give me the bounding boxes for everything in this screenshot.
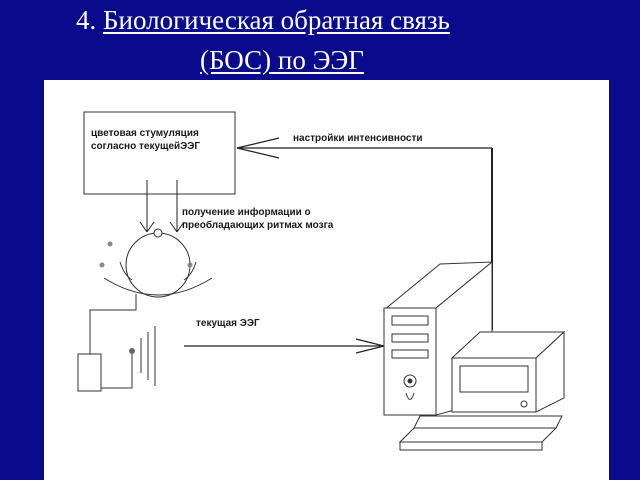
electrode-device-icon — [77, 326, 156, 392]
stimulation-box-text: цветовая стумуляция согласно текущейЭЭГ — [91, 127, 200, 153]
head-icon — [99, 228, 213, 298]
title-number: 4. — [76, 5, 97, 35]
stimulation-line2: согласно текущейЭЭГ — [91, 141, 201, 152]
info-line1: получение информации о — [182, 207, 311, 218]
eeg-arrow — [184, 338, 385, 354]
info-arrows — [139, 180, 185, 233]
intensity-label: настройки интенсивности — [293, 133, 423, 144]
eeg-label: текущая ЭЭГ — [196, 318, 260, 329]
title-line2-text: (БОС) по ЭЭГ — [200, 45, 364, 75]
keyboard-icon — [398, 415, 563, 451]
stimulation-box — [83, 111, 236, 195]
monitor-icon — [450, 330, 566, 413]
title-line1-text: Биологическая обратная связь — [103, 5, 450, 35]
stimulation-line1: цветовая стумуляция — [91, 128, 199, 139]
diagram-panel: цветовая стумуляция согласно текущейЭЭГ … — [44, 80, 609, 480]
info-label: получение информации о преобладающих рит… — [182, 206, 333, 232]
electrode-wire — [89, 294, 137, 354]
diagram-canvas — [77, 111, 566, 451]
info-line2: преобладающих ритмах мозга — [182, 220, 334, 231]
